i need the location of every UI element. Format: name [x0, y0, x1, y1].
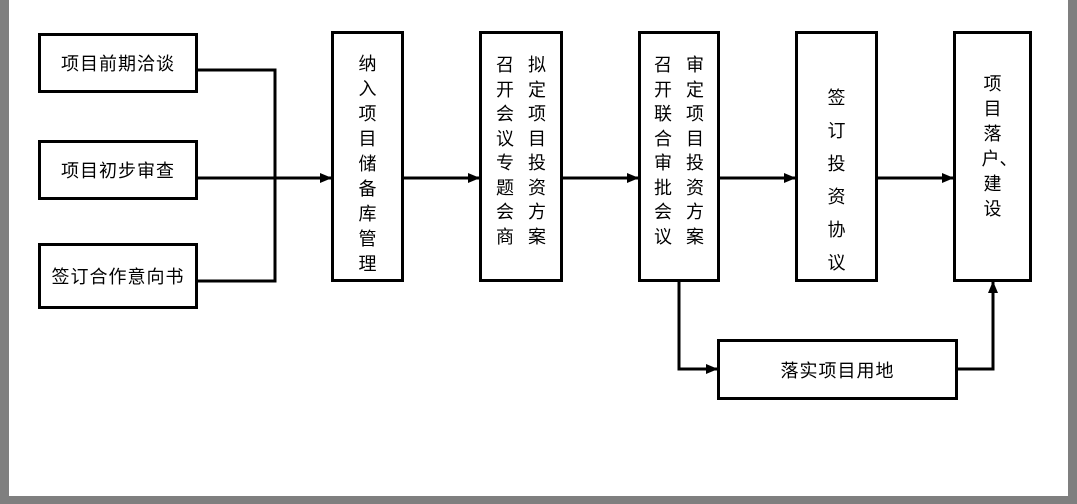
intent-letter-label: 签订合作意向书: [51, 267, 185, 288]
initial-review-label: 项目初步审查: [61, 161, 175, 182]
reserve-label: 纳入项目储备库管理: [358, 54, 377, 275]
agreement-label: 签订投资协议: [827, 88, 846, 274]
approval-label-col2: 召开联合审批会议: [654, 55, 672, 248]
initial-review-box: 项目初步审查: [38, 140, 198, 200]
connector-intent-letter: [196, 178, 277, 283]
pre-negotiation-box: 项目前期洽谈: [38, 33, 198, 93]
plan-box: 拟定项目投资方案 召开会议专题会商: [479, 31, 563, 282]
agreement-box: 签订投资协议: [795, 31, 878, 282]
approval-label-col1: 审定项目投资方案: [686, 55, 704, 248]
pre-negotiation-label: 项目前期洽谈: [61, 54, 175, 75]
settle-box: 项目落户、建设: [953, 31, 1032, 282]
intent-letter-box: 签订合作意向书: [38, 243, 198, 309]
land-label: 落实项目用地: [780, 360, 895, 382]
plan-label-col1: 拟定项目投资方案: [528, 55, 546, 248]
settle-label: 项目落户、建设: [981, 74, 1018, 220]
approval-box: 审定项目投资方案 召开联合审批会议: [638, 31, 720, 282]
land-box: 落实项目用地: [717, 339, 958, 400]
plan-label-col2: 召开会议专题会商: [496, 55, 514, 248]
arrow-to-land: [677, 281, 718, 374]
connector-pre-negotiation: [196, 68, 277, 178]
arrow-land-to-settle: [958, 281, 998, 371]
reserve-box: 纳入项目储备库管理: [331, 31, 404, 282]
